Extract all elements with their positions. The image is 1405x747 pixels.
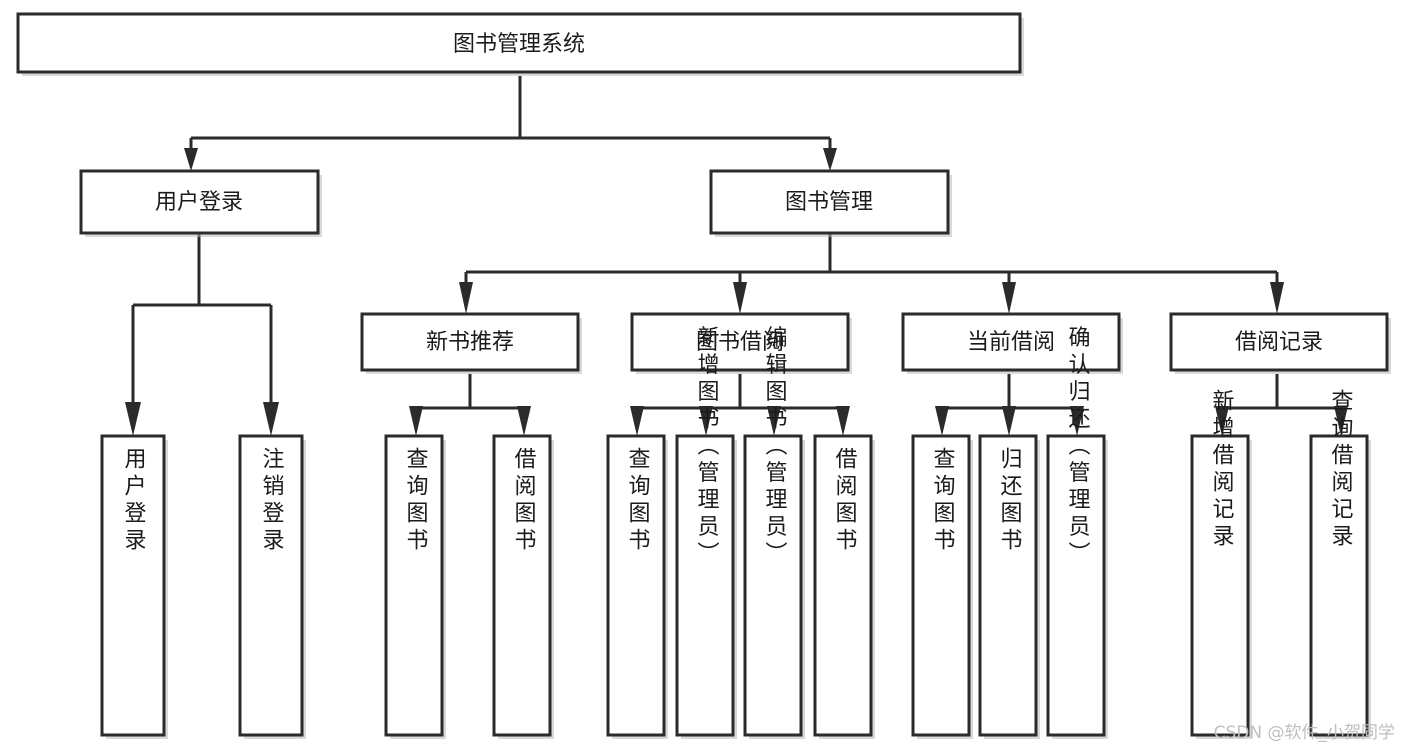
node-new-book-recommend-box[interactable] [360,312,580,372]
arrow-head-user-login [184,148,198,171]
leaf-query-book-3[interactable]: 查询图书 [911,434,973,739]
leaf-query-borrow-record-box[interactable] [1309,434,1369,737]
leaf-query-book-3-label: 查询图书 [930,447,956,555]
leaf-confirm-return-admin[interactable]: 确认归还（管理员） [1046,326,1108,740]
leaf-borrow-book-2[interactable]: 借阅图书 [813,434,875,739]
arrow-head-leaf-user-login [125,402,141,436]
leaf-logout-login-box[interactable] [238,434,304,737]
leaf-add-book-admin[interactable]: 新增图书（管理员） [675,326,737,740]
node-root-label: 图书管理系统 [453,32,585,57]
leaf-confirm-return-admin-label: 确认归还（管理员） [1065,326,1091,569]
node-current-borrow-box[interactable] [901,312,1121,372]
leaf-add-book-admin-box[interactable] [675,434,735,737]
leaf-add-book-admin-label: 新增图书（管理员） [694,326,720,569]
node-borrow-record-box[interactable] [1169,312,1389,372]
leaf-confirm-return-admin-box[interactable] [1046,434,1106,737]
leaf-user-login-box[interactable] [100,434,166,737]
node-book-borrow[interactable]: 图书借阅 [630,312,852,374]
arrow-head-leaf-query-borrow-record [1334,406,1348,436]
node-book-management[interactable]: 图书管理 [709,169,952,237]
leaf-query-book-3-box[interactable] [911,434,971,737]
arrow-head-book-borrow [733,282,747,314]
arrow-head-leaf-confirm-return-admin [1070,406,1084,436]
leaf-add-borrow-record-box[interactable] [1190,434,1250,737]
node-new-book-recommend[interactable]: 新书推荐 [360,312,582,374]
arrow-head-leaf-borrow-book-1 [517,406,531,436]
node-root[interactable]: 图书管理系统 [16,12,1024,76]
leaf-borrow-book-1-label: 借阅图书 [511,447,537,555]
leaf-edit-book-admin-label: 编辑图书（管理员） [762,326,788,569]
leaf-logout-login[interactable]: 注销登录 [238,434,306,739]
leaf-add-borrow-record-label: 新增借阅记录 [1209,389,1235,551]
leaf-query-borrow-record-label: 查询借阅记录 [1328,389,1354,551]
arrow-head-book-management [823,148,837,171]
leaf-edit-book-admin[interactable]: 编辑图书（管理员） [743,326,805,740]
leaf-borrow-book-2-box[interactable] [813,434,873,737]
arrow-head-current-borrow [1002,282,1016,314]
leaf-query-book-2[interactable]: 查询图书 [606,434,668,739]
arrow-head-borrow-record [1270,282,1284,314]
leaf-edit-book-admin-box[interactable] [743,434,803,737]
leaf-query-book-1[interactable]: 查询图书 [384,434,446,739]
node-user-login[interactable]: 用户登录 [79,169,322,237]
connector-layer [125,76,1348,436]
node-book-management-box[interactable] [709,169,950,235]
leaf-user-login-label: 用户登录 [121,447,147,555]
arrow-head-leaf-logout-login [263,402,279,436]
leaf-return-book-box[interactable] [978,434,1038,737]
node-user-login-label: 用户登录 [155,190,243,215]
leaf-query-book-1-label: 查询图书 [403,447,429,555]
node-new-book-recommend-label: 新书推荐 [426,330,514,355]
node-book-management-label: 图书管理 [785,190,873,215]
node-user-login-box[interactable] [79,169,320,235]
leaf-return-book-label: 归还图书 [997,447,1023,555]
arrow-head-leaf-add-borrow-record [1215,406,1229,436]
arrow-head-leaf-edit-book-admin [767,406,781,436]
leaf-borrow-book-2-label: 借阅图书 [832,447,858,555]
leaf-query-borrow-record[interactable]: 查询借阅记录 [1309,389,1371,739]
node-root-box[interactable] [16,12,1022,74]
leaf-query-book-2-box[interactable] [606,434,666,737]
leaf-return-book[interactable]: 归还图书 [978,434,1040,739]
arrow-head-leaf-return-book [1002,406,1016,436]
csdn-watermark: CSDN @软件_小贺同学 [1213,723,1395,743]
node-borrow-record-label: 借阅记录 [1235,330,1323,355]
leaf-add-borrow-record[interactable]: 新增借阅记录 [1190,389,1252,739]
leaf-borrow-book-1-box[interactable] [492,434,552,737]
node-book-borrow-box[interactable] [630,312,850,372]
arrow-head-leaf-add-book-admin [699,406,713,436]
leaf-query-book-2-label: 查询图书 [625,447,651,555]
leaf-logout-login-label: 注销登录 [259,447,285,555]
node-book-borrow-label: 图书借阅 [696,330,784,355]
arrow-head-leaf-query-book-3 [935,406,949,436]
node-current-borrow-label: 当前借阅 [967,330,1055,355]
arrow-head-leaf-query-book-1 [409,406,423,436]
arrow-head-leaf-borrow-book-2 [836,406,850,436]
leaf-borrow-book-1[interactable]: 借阅图书 [492,434,554,739]
node-current-borrow[interactable]: 当前借阅 [901,312,1123,374]
leaf-query-book-1-box[interactable] [384,434,444,737]
node-borrow-record[interactable]: 借阅记录 [1169,312,1391,374]
arrow-head-leaf-query-book-2 [630,406,644,436]
leaf-user-login[interactable]: 用户登录 [100,434,168,739]
arrow-head-new-book-recommend [459,282,473,314]
